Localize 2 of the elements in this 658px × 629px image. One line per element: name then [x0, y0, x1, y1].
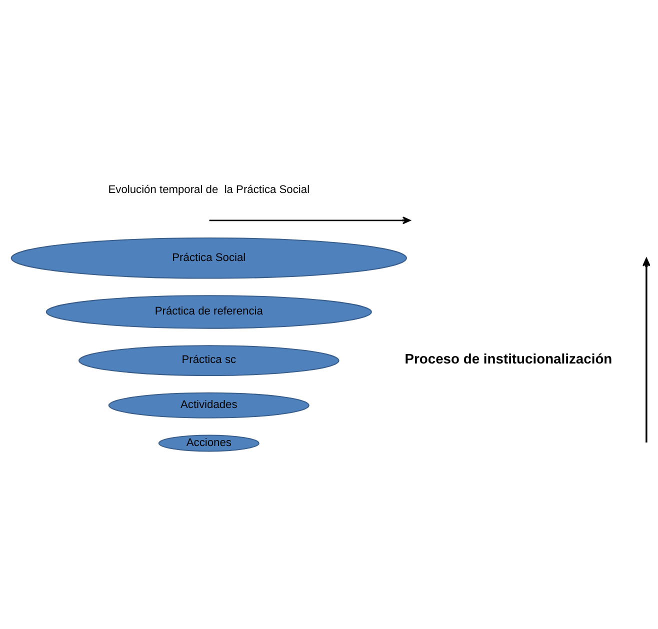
label: Evolución temporal de la Práctica Social [108, 184, 310, 196]
label: Proceso de institucionalización [404, 350, 612, 366]
